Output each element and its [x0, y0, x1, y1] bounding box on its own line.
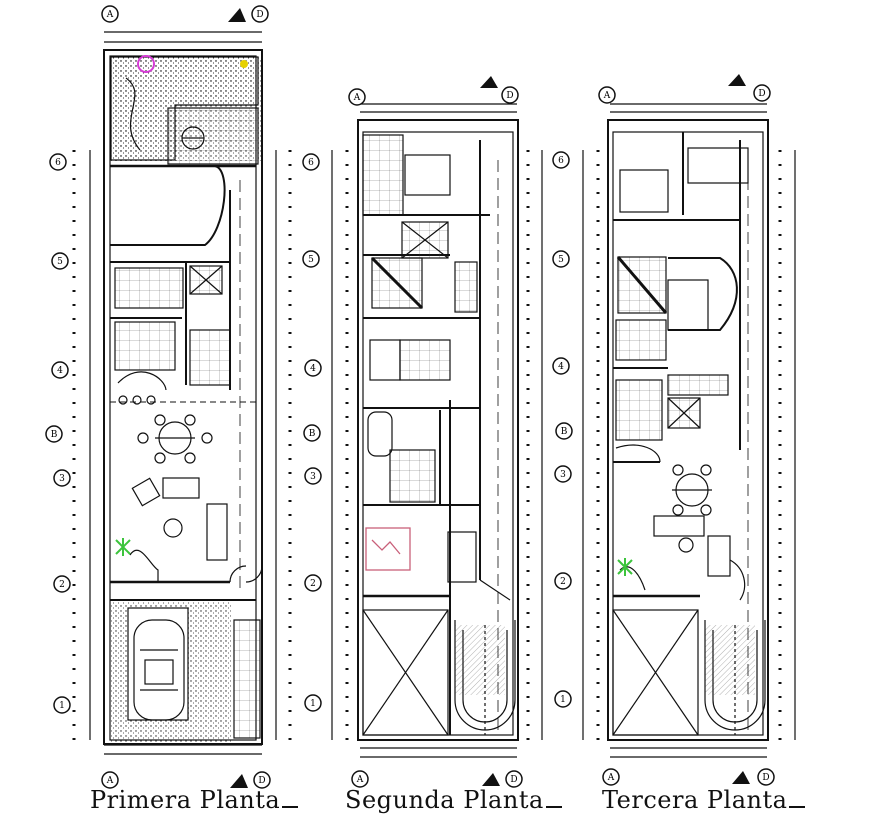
- axis-label: 4: [57, 366, 63, 376]
- axis-label: A: [356, 775, 364, 785]
- axis-label: B: [51, 430, 58, 440]
- axis-label: 1: [560, 695, 566, 705]
- north-arrow-icons: [228, 8, 750, 788]
- axis-label: 6: [558, 156, 564, 166]
- axis-label: 3: [59, 474, 65, 484]
- plan-tercera-planta: [582, 103, 796, 758]
- stair-pink-icon: [365, 527, 411, 571]
- axis-label: B: [561, 427, 568, 437]
- plant-green-icon: [115, 538, 131, 556]
- axis-label: D: [762, 773, 769, 783]
- axis-label: 6: [308, 158, 314, 168]
- axis-label: B: [309, 429, 316, 439]
- axis-label: 2: [310, 579, 316, 589]
- plan-title-primera: Primera Planta: [90, 786, 298, 814]
- axis-label: A: [353, 93, 361, 103]
- axis-label: A: [106, 10, 114, 20]
- axis-label: 5: [558, 255, 564, 265]
- axis-label: 1: [310, 699, 316, 709]
- axis-label: D: [506, 91, 513, 101]
- plan-primera-planta: [72, 31, 292, 755]
- axis-label: 4: [310, 364, 316, 374]
- axis-label: A: [106, 776, 114, 786]
- plant-magenta-icon: [137, 55, 155, 73]
- axis-label: D: [258, 776, 265, 786]
- axis-label: 3: [560, 470, 566, 480]
- axis-label: 5: [57, 257, 63, 267]
- axis-label: 2: [560, 577, 566, 587]
- plan-title-segunda: Segunda Planta: [345, 786, 562, 814]
- axis-label: D: [758, 89, 765, 99]
- plant-green-icon-3: [617, 558, 633, 576]
- axis-bubbles: A D A D A D A D A D A D 6 5 4 3: [45, 5, 775, 789]
- plant-yellow-icon: [240, 60, 248, 68]
- axis-label: 5: [308, 255, 314, 265]
- axis-label: 3: [310, 472, 316, 482]
- axis-label: 6: [55, 158, 61, 168]
- axis-label: 2: [59, 580, 65, 590]
- axis-label: 4: [558, 362, 564, 372]
- axis-label: D: [256, 10, 263, 20]
- axis-label: D: [510, 775, 517, 785]
- plan-title-tercera: Tercera Planta: [602, 786, 805, 814]
- axis-label: A: [603, 91, 611, 101]
- plan-segunda-planta: [331, 103, 543, 758]
- axis-label: A: [607, 773, 615, 783]
- axis-label: 1: [59, 701, 65, 711]
